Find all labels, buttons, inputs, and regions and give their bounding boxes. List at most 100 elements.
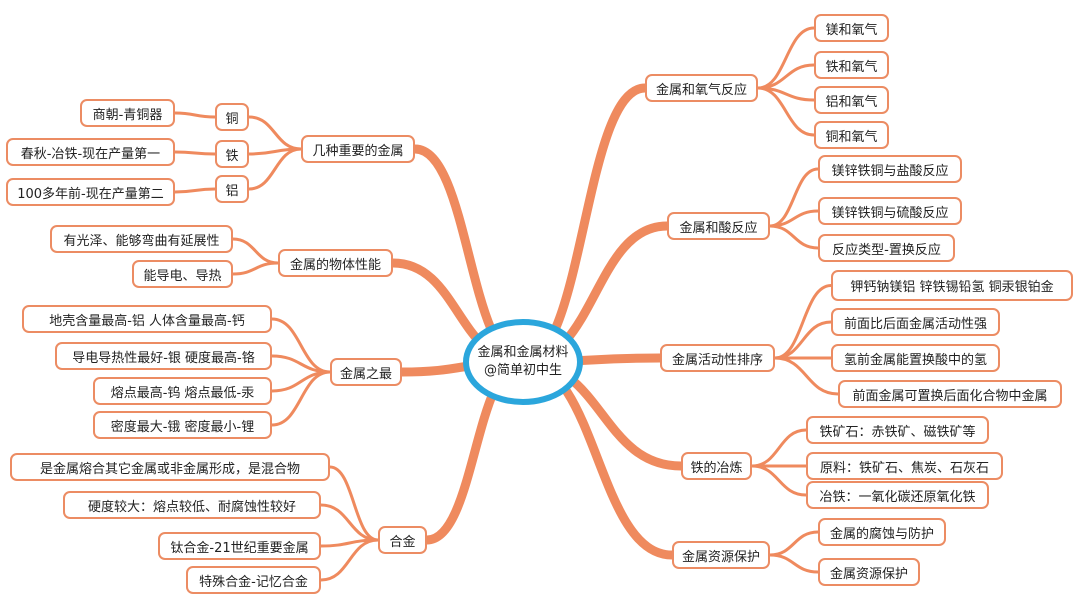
connector [328, 465, 380, 542]
subtopic[interactable]: 铁矿石：赤铁矿、磁铁矿等 [806, 416, 989, 444]
subtopic[interactable]: 铁和氧气 [814, 51, 889, 79]
subtopic[interactable]: 反应类型-置换反应 [818, 234, 955, 262]
subtopic[interactable]: 熔点最高-钨 熔点最低-汞 [93, 377, 272, 405]
subtopic-label: 铝和氧气 [825, 94, 878, 110]
branch-topic-label: 合金 [389, 534, 416, 550]
subtopic[interactable]: 导电导热性最好-银 硬度最高-铬 [55, 342, 272, 370]
subtopic[interactable]: 密度最大-锇 密度最小-锂 [93, 411, 272, 439]
detail-topic[interactable]: 春秋-冶铁-现在产量第一 [6, 138, 175, 166]
subtopic[interactable]: 铝 [215, 175, 249, 203]
connector [756, 26, 816, 90]
subtopic[interactable]: 铜和氧气 [814, 121, 889, 149]
subtopic-label: 铜 [225, 111, 239, 127]
subtopic[interactable]: 能导电、导热 [132, 260, 233, 288]
connector [750, 464, 808, 497]
subtopic-label: 特殊合金-记忆合金 [199, 574, 308, 590]
subtopic[interactable]: 原料：铁矿石、焦炭、石灰石 [806, 452, 1003, 480]
subtopic-label: 金属资源保护 [829, 566, 908, 582]
branch-topic[interactable]: 铁的冶炼 [681, 452, 752, 480]
central-topic[interactable]: 金属和金属材料 @简单初中生 [467, 322, 579, 402]
connector [173, 150, 217, 156]
connector [773, 356, 840, 396]
subtopic-label: 前面金属可置换后面化合物中金属 [852, 388, 1048, 404]
subtopic[interactable]: 铜 [215, 103, 249, 131]
connector [319, 538, 380, 582]
branch-topic[interactable]: 金属和氧气反应 [645, 74, 758, 102]
connector [768, 224, 820, 250]
subtopic-label: 原料：铁矿石、焦炭、石灰石 [819, 460, 989, 476]
subtopic[interactable]: 有光泽、能够弯曲有延展性 [50, 225, 233, 253]
connector [756, 86, 816, 137]
subtopic[interactable]: 镁锌铁铜与硫酸反应 [818, 197, 962, 225]
subtopic[interactable]: 前面比后面金属活动性强 [831, 308, 1000, 336]
subtopic-label: 铜和氧气 [825, 129, 878, 145]
subtopic[interactable]: 特殊合金-记忆合金 [186, 566, 321, 594]
subtopic-label: 硬度较大：熔点较低、耐腐蚀性较好 [87, 499, 296, 515]
central-ellipse [463, 319, 583, 405]
connector [768, 530, 820, 557]
branch-topic-label: 铁的冶炼 [690, 460, 743, 476]
subtopic-label: 氢前金属能置换酸中的氢 [843, 352, 987, 368]
subtopic[interactable]: 铁 [215, 140, 249, 168]
connector [768, 553, 820, 574]
subtopic-label: 是金属熔合其它金属或非金属形成，是混合物 [39, 461, 300, 477]
detail-topic-label: 100多年前-现在产量第二 [17, 186, 164, 202]
branch-topic[interactable]: 金属资源保护 [672, 541, 770, 569]
subtopic-label: 钛合金-21世纪重要金属 [170, 540, 309, 556]
branch-topic[interactable]: 几种重要的金属 [301, 135, 415, 163]
detail-topic-label: 商朝-青铜器 [92, 107, 163, 123]
subtopic-label: 熔点最高-钨 熔点最低-汞 [110, 385, 255, 401]
subtopic[interactable]: 氢前金属能置换酸中的氢 [831, 344, 1000, 372]
branch-topic-label: 金属之最 [339, 366, 392, 382]
connector [750, 428, 808, 468]
subtopic[interactable]: 铝和氧气 [814, 86, 889, 114]
subtopic-label: 镁锌铁铜与盐酸反应 [831, 163, 949, 179]
central-topic-subtitle: @简单初中生 [483, 363, 562, 378]
subtopic-label: 金属的腐蚀与防护 [829, 526, 934, 542]
subtopic-label: 反应类型-置换反应 [832, 242, 941, 258]
branch-topic[interactable]: 金属活动性排序 [660, 344, 775, 372]
subtopic-label: 铁和氧气 [825, 59, 878, 75]
subtopic-label: 能导电、导热 [143, 268, 222, 284]
central-topic-title: 金属和金属材料 [477, 345, 569, 360]
subtopic-label: 密度最大-锇 密度最小-锂 [110, 419, 255, 435]
branch-topic[interactable]: 金属的物体性能 [278, 249, 393, 277]
subtopic-label: 铁 [225, 148, 239, 164]
subtopic[interactable]: 镁锌铁铜与盐酸反应 [818, 155, 962, 183]
connector [173, 111, 217, 119]
subtopic[interactable]: 冶铁：一氧化碳还原氧化铁 [806, 481, 989, 509]
detail-topic-label: 春秋-冶铁-现在产量第一 [20, 146, 161, 162]
branch-topic[interactable]: 金属之最 [330, 358, 402, 386]
subtopic[interactable]: 金属资源保护 [818, 558, 920, 586]
branch-topic-label: 几种重要的金属 [312, 143, 404, 159]
branch-topic-label: 金属的物体性能 [289, 257, 381, 273]
connector [247, 147, 303, 191]
detail-topic[interactable]: 商朝-青铜器 [80, 99, 175, 127]
connector [231, 237, 280, 265]
subtopic[interactable]: 硬度较大：熔点较低、耐腐蚀性较好 [63, 491, 321, 519]
subtopic-label: 导电导热性最好-银 硬度最高-铬 [72, 350, 255, 366]
subtopic-label: 镁和氧气 [825, 22, 878, 38]
subtopic-label: 地壳含量最高-铝 人体含量最高-钙 [49, 313, 245, 329]
subtopic-label: 镁锌铁铜与硫酸反应 [831, 205, 949, 221]
detail-topic[interactable]: 100多年前-现在产量第二 [6, 178, 175, 206]
subtopic[interactable]: 钾钙钠镁铝 锌铁锡铅氢 铜汞银铂金 [831, 270, 1073, 301]
subtopic[interactable]: 是金属熔合其它金属或非金属形成，是混合物 [10, 453, 330, 481]
branch-topic-label: 金属和氧气反应 [655, 82, 747, 98]
subtopic[interactable]: 镁和氧气 [814, 14, 889, 42]
branch-topic-label: 金属和酸反应 [679, 220, 758, 236]
branch-topic[interactable]: 合金 [378, 526, 427, 554]
subtopic[interactable]: 前面金属可置换后面化合物中金属 [838, 380, 1062, 408]
connector [173, 187, 217, 194]
subtopic[interactable]: 钛合金-21世纪重要金属 [158, 532, 321, 560]
connector [270, 370, 332, 427]
connector [773, 320, 833, 360]
subtopic[interactable]: 地壳含量最高-铝 人体含量最高-钙 [22, 305, 272, 333]
subtopic-label: 铝 [225, 183, 239, 199]
subtopic-label: 钾钙钠镁铝 锌铁锡铅氢 铜汞银铂金 [850, 280, 1054, 295]
branch-topic[interactable]: 金属和酸反应 [667, 212, 770, 240]
subtopic-label: 前面比后面金属活动性强 [843, 316, 987, 332]
subtopic[interactable]: 金属的腐蚀与防护 [818, 518, 946, 546]
branch-topic-label: 金属资源保护 [681, 549, 760, 565]
